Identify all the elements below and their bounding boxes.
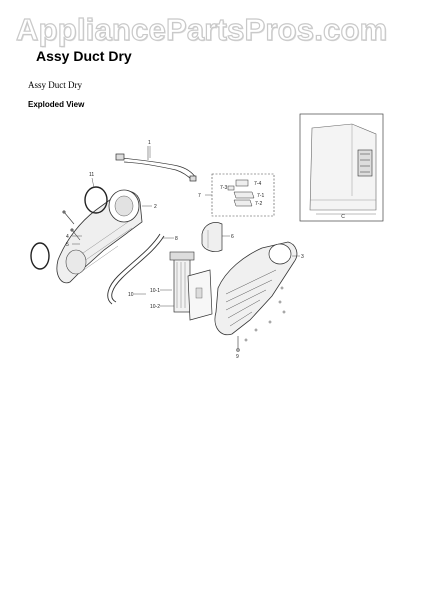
wire-harness-part-1 — [115, 146, 197, 182]
callout-4: 4 — [66, 234, 69, 240]
bracket-part-7-3 — [227, 185, 235, 191]
site-watermark: AppliancePartsPros.com — [15, 11, 388, 47]
callout-10: 10 — [128, 292, 134, 298]
gasket-ring-part-11 — [84, 186, 108, 214]
fastener-screws — [244, 286, 286, 342]
duct-assembly-part-3 — [214, 241, 298, 352]
callout-5: 5 — [66, 242, 69, 248]
heater-cover-panel — [187, 269, 213, 321]
callout-7-4: 7-4 — [254, 181, 261, 187]
duct-housing-part-2 — [56, 189, 143, 284]
diagram-subtitle: Assy Duct Dry — [28, 80, 82, 90]
leader-lines — [72, 146, 300, 307]
bracket-part-7-4 — [235, 179, 249, 187]
callout-7-3: 7-3 — [220, 185, 227, 191]
inset-label: C — [341, 214, 345, 220]
callout-1: 1 — [148, 140, 151, 146]
inset-detail-box: C — [299, 113, 384, 222]
inset-duct-part — [357, 149, 373, 177]
callout-10-1: 10-1 — [150, 288, 160, 294]
callout-6: 6 — [231, 234, 234, 240]
callout-3: 3 — [301, 254, 304, 260]
page-title: Assy Duct Dry — [36, 48, 132, 64]
callout-11: 11 — [89, 172, 94, 178]
exploded-view-label: Exploded View — [28, 100, 85, 109]
callout-9: 9 — [236, 354, 239, 360]
callout-7-1: 7-1 — [257, 193, 264, 199]
gasket-ring-lower — [30, 242, 50, 270]
callout-10-2: 10-2 — [150, 304, 160, 310]
bracket-group-part-7 — [211, 173, 275, 217]
bracket-part-7-1 — [233, 191, 255, 199]
callout-7-2: 7-2 — [255, 201, 262, 207]
callout-2: 2 — [154, 204, 157, 210]
duct-tube-part-8 — [107, 233, 165, 305]
vent-cover-part-6 — [201, 222, 223, 252]
screw-part-4 — [70, 228, 81, 241]
callout-7: 7 — [198, 193, 201, 199]
clip-part-5 — [62, 210, 75, 225]
bracket-part-7-2 — [233, 199, 253, 207]
callout-8: 8 — [175, 236, 178, 242]
